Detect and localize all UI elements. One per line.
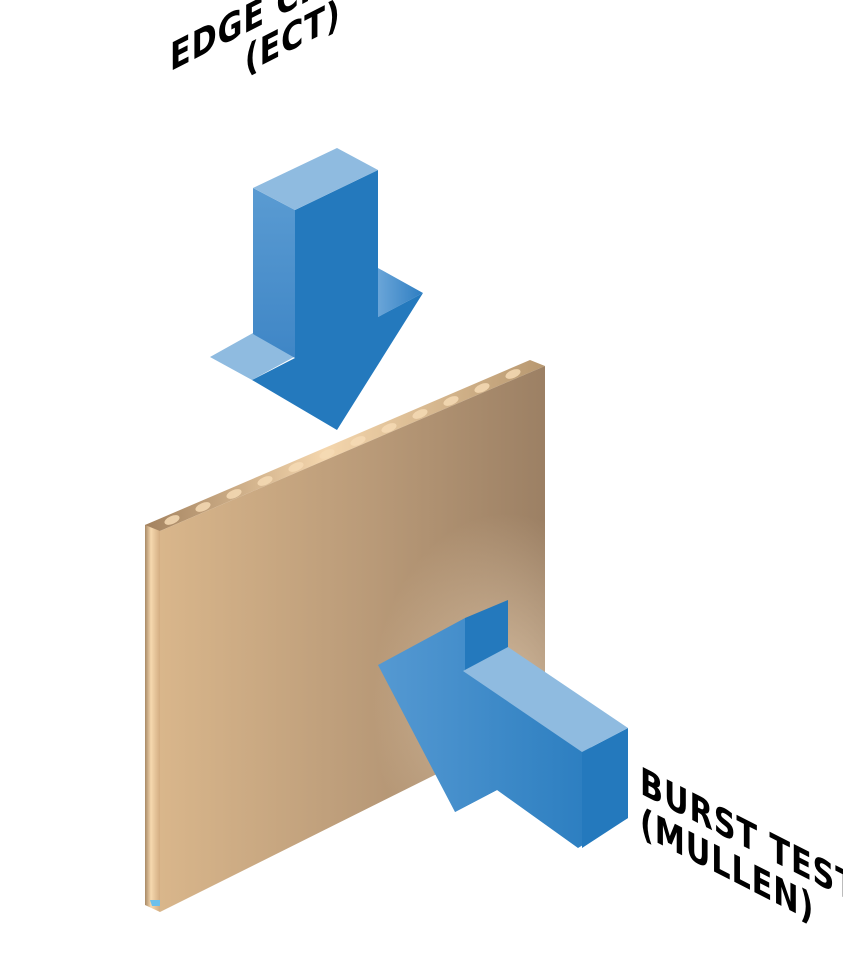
ect-arrow-shaft-top	[253, 148, 378, 210]
board-front-glow	[160, 366, 545, 912]
board-side-edge	[145, 519, 160, 912]
ect-arrow-shaft-side	[253, 188, 295, 358]
corrugated-board	[145, 360, 545, 912]
flute-ridges	[164, 369, 521, 525]
burst-arrow-end-face	[582, 728, 628, 848]
ect-arrow-head-front	[252, 170, 423, 430]
burst-arrow	[378, 600, 628, 848]
burst-arrow-front	[378, 618, 628, 848]
ect-arrow	[210, 148, 423, 430]
ect-arrow-head-right-side	[378, 268, 423, 317]
burst-arrow-shaft-top	[463, 647, 628, 752]
board-bottom-sliver	[150, 900, 162, 906]
